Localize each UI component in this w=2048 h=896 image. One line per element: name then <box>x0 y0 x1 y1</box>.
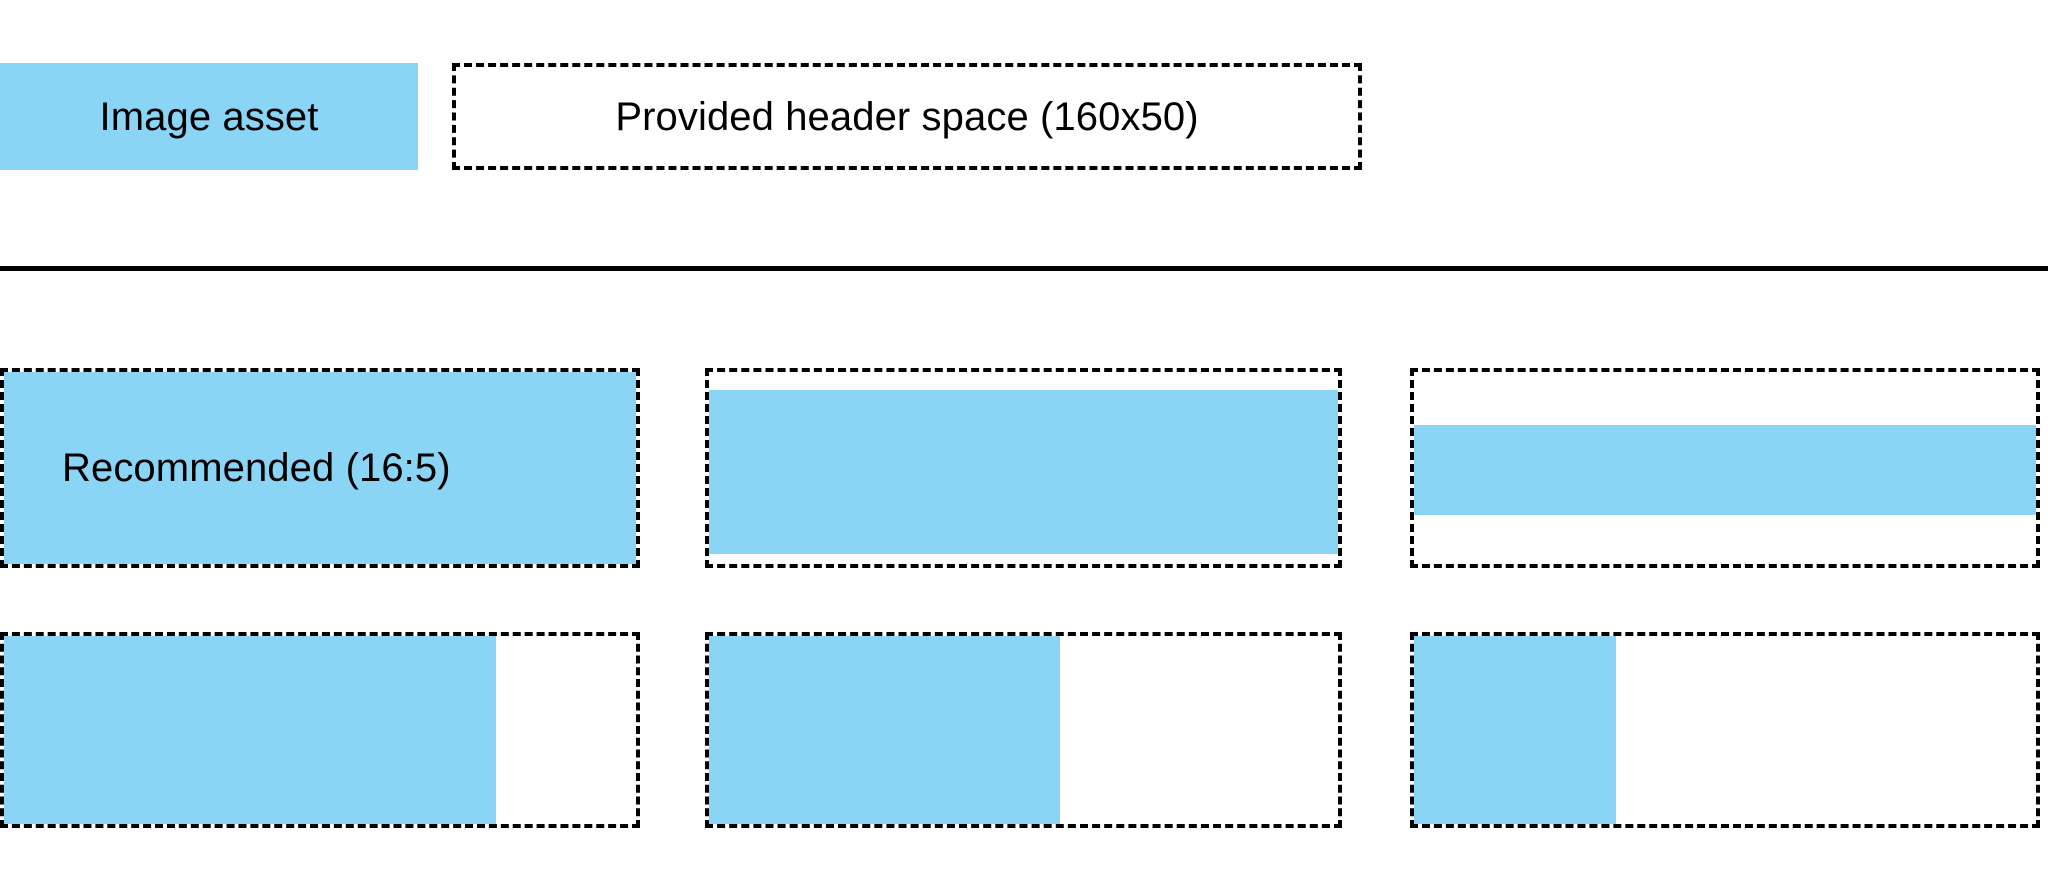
image-asset-swatch: Image asset <box>0 63 418 170</box>
sample-fill <box>1414 636 1616 824</box>
sample-fill <box>1414 425 2036 515</box>
section-divider <box>0 266 2048 271</box>
wide-left-fill-sample <box>0 632 640 828</box>
recommended-sample: Recommended (16:5) <box>0 368 640 568</box>
sample-fill <box>709 390 1338 554</box>
recommended-sample-label: Recommended (16:5) <box>62 446 451 490</box>
medium-left-fill-sample <box>705 632 1342 828</box>
provided-header-space-label: Provided header space (160x50) <box>615 94 1199 139</box>
legend-row: Image asset Provided header space (160x5… <box>0 63 2048 170</box>
image-asset-label: Image asset <box>99 94 319 139</box>
provided-header-space-box: Provided header space (160x50) <box>452 63 1362 170</box>
sample-fill <box>4 372 636 564</box>
narrow-left-fill-sample <box>1410 632 2040 828</box>
shorter-band-sample <box>1410 368 2040 568</box>
taller-band-sample <box>705 368 1342 568</box>
sample-fill <box>4 636 496 824</box>
sample-fill <box>709 636 1060 824</box>
